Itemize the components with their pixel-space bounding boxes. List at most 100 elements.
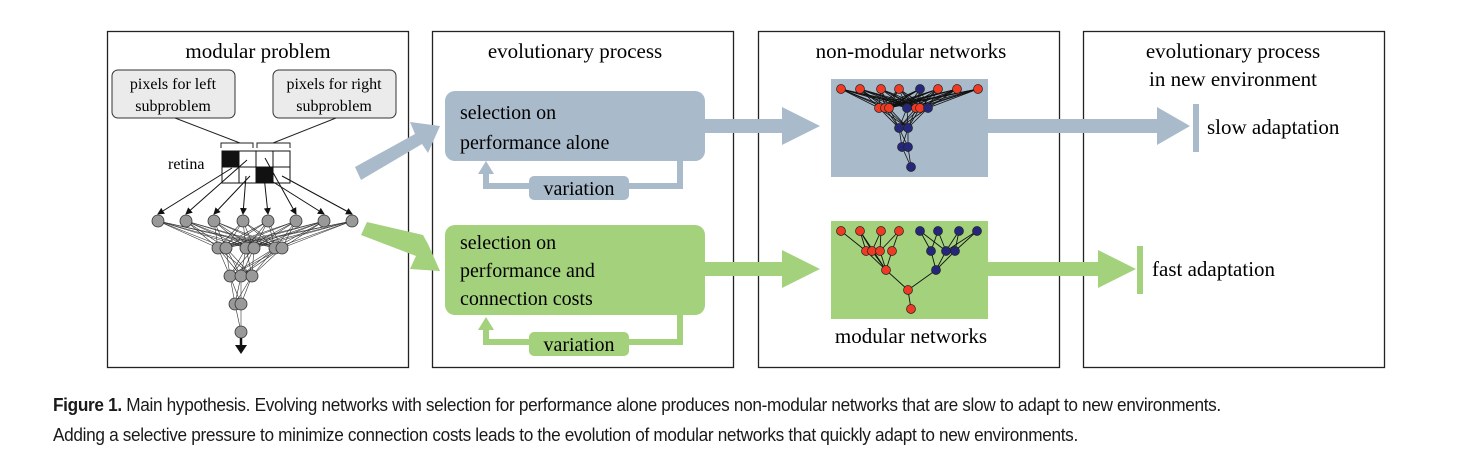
red-neuron: [903, 285, 913, 295]
input-network: [151, 157, 359, 354]
connection: [217, 220, 325, 249]
connection: [885, 269, 909, 291]
svg-text:variation: variation: [543, 334, 614, 356]
blue-neuron: [915, 226, 925, 236]
neuron: [317, 214, 331, 228]
panel-title-non-modular-networks: non-modular networks: [816, 39, 1007, 63]
input-connection: [239, 175, 247, 215]
slow-adaptation-bar: [1193, 104, 1199, 152]
svg-text:variation: variation: [543, 178, 614, 200]
output-arrow-icon: [235, 345, 247, 354]
caption-line-2: Adding a selective pressure to minimize …: [53, 424, 1078, 445]
blue-neuron: [906, 162, 916, 172]
hypothesis-figure: modular problem pixels for left subprobl…: [106, 30, 1386, 369]
input-connection: [281, 175, 353, 215]
input-connection: [269, 179, 325, 215]
red-neuron: [876, 84, 886, 94]
red-neuron: [887, 246, 897, 256]
panel-title-evolutionary-process: evolutionary process: [488, 39, 662, 63]
right-pixels-callout: pixels for right subproblem: [272, 69, 397, 119]
connection: [927, 88, 979, 109]
blue-neuron: [950, 246, 960, 256]
neuron: [289, 214, 303, 228]
panel-title-modular-problem: modular problem: [185, 39, 330, 63]
neuron: [275, 241, 289, 255]
blue-neuron: [902, 103, 912, 113]
svg-text:pixels for left: pixels for left: [130, 76, 217, 93]
svg-text:subproblem: subproblem: [135, 98, 211, 115]
arrow-to-slow-adaptation: [988, 107, 1190, 145]
red-neuron: [952, 84, 962, 94]
input-connection: [263, 175, 271, 215]
panel-title-new-environment-2: in new environment: [1149, 67, 1317, 91]
blue-neuron: [933, 226, 943, 236]
svg-text:subproblem: subproblem: [296, 98, 372, 115]
left-pixels-callout: pixels for left subproblem: [111, 69, 236, 119]
connection: [240, 247, 276, 277]
blue-neuron: [926, 246, 936, 256]
panel-new-environment: [1082, 30, 1386, 369]
svg-text:performance and: performance and: [460, 260, 595, 282]
modular-network: [836, 226, 982, 314]
neuron: [345, 214, 359, 228]
connection: [954, 230, 978, 252]
svg-text:performance alone: performance alone: [460, 132, 609, 154]
red-neuron: [836, 84, 846, 94]
blue-neuron: [941, 246, 951, 256]
connection: [217, 220, 297, 249]
connection: [225, 220, 297, 249]
non-modular-network: [836, 84, 983, 172]
modular-network-backdrop: [831, 221, 988, 319]
panel-title-modular-networks: modular networks: [835, 324, 987, 348]
fast-adaptation-bar: [1137, 246, 1143, 294]
slow-adaptation-label: slow adaptation: [1207, 115, 1340, 139]
red-neuron: [876, 226, 886, 236]
panel-title-new-environment-1: evolutionary process: [1146, 39, 1320, 63]
connection: [245, 220, 353, 249]
neuron: [207, 214, 221, 228]
neuron: [179, 214, 193, 228]
connection: [840, 230, 867, 252]
connection: [281, 220, 353, 249]
selection-performance-connection-costs: selection on performance and connection …: [445, 225, 705, 315]
red-neuron: [855, 84, 865, 94]
svg-text:selection on: selection on: [460, 102, 556, 124]
input-connection: [213, 175, 251, 215]
connection: [253, 220, 353, 249]
arrow-to-modular: [705, 250, 820, 288]
retina-grid: [221, 150, 291, 184]
neuron: [219, 241, 233, 255]
retina-label: retina: [168, 156, 204, 173]
blue-neuron: [894, 123, 904, 133]
red-neuron: [894, 84, 904, 94]
connection: [919, 230, 947, 252]
neuron: [234, 325, 248, 339]
connection: [945, 230, 978, 252]
panel-modular-problem: [106, 30, 410, 369]
red-neuron: [875, 246, 885, 256]
neuron: [236, 214, 250, 228]
variation-loop-top: variation: [478, 160, 683, 200]
caption-lead: Figure 1.: [53, 394, 122, 415]
neuron: [234, 269, 248, 283]
input-connection: [185, 159, 248, 215]
figure-caption: Figure 1. Main hypothesis. Evolving netw…: [53, 390, 1355, 450]
svg-text:connection costs: connection costs: [460, 288, 593, 310]
arrow-to-connection-costs: [361, 222, 440, 271]
arrow-to-non-modular: [705, 107, 820, 145]
neuron: [261, 214, 275, 228]
neuron: [234, 297, 248, 311]
red-neuron: [855, 226, 865, 236]
connection: [157, 220, 219, 249]
blue-neuron: [923, 103, 933, 113]
input-connection: [157, 167, 233, 215]
neuron: [247, 241, 261, 255]
neuron: [223, 269, 237, 283]
neuron: [151, 214, 165, 228]
red-neuron: [884, 103, 894, 113]
red-neuron: [933, 84, 943, 94]
panel-evolutionary-process: [431, 30, 735, 369]
arrow-to-performance-alone: [355, 122, 440, 180]
connection: [185, 220, 219, 249]
red-neuron: [906, 304, 916, 314]
